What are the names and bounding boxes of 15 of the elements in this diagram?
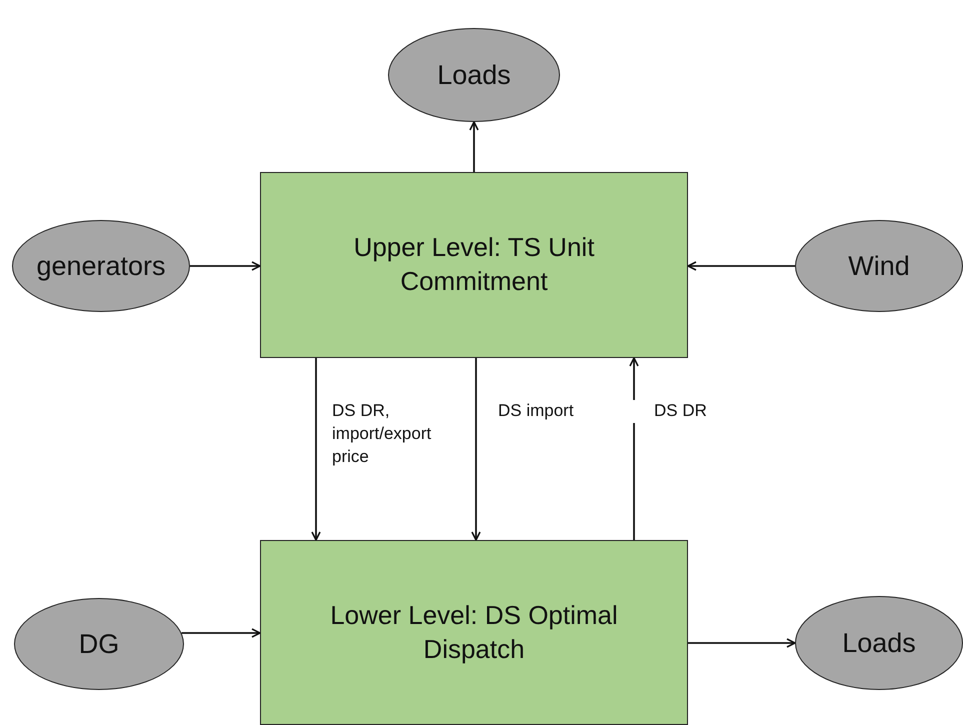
process-box: Lower Level: DS Optimal Dispatch — [260, 540, 688, 725]
process-box: Upper Level: TS Unit Commitment — [260, 172, 688, 358]
arrow — [190, 261, 261, 271]
arrow — [471, 358, 481, 541]
arrow — [182, 628, 261, 638]
arrow — [469, 121, 479, 172]
ellipse-node: Wind — [795, 220, 963, 312]
arrow — [688, 638, 796, 648]
ellipse-node: DG — [14, 598, 184, 690]
ellipse-node: Loads — [388, 28, 560, 122]
arrow — [687, 261, 795, 271]
arrow — [311, 358, 321, 541]
ellipse-node: generators — [12, 220, 190, 312]
edge-label: DS import — [498, 400, 638, 423]
ellipse-node: Loads — [795, 596, 963, 690]
